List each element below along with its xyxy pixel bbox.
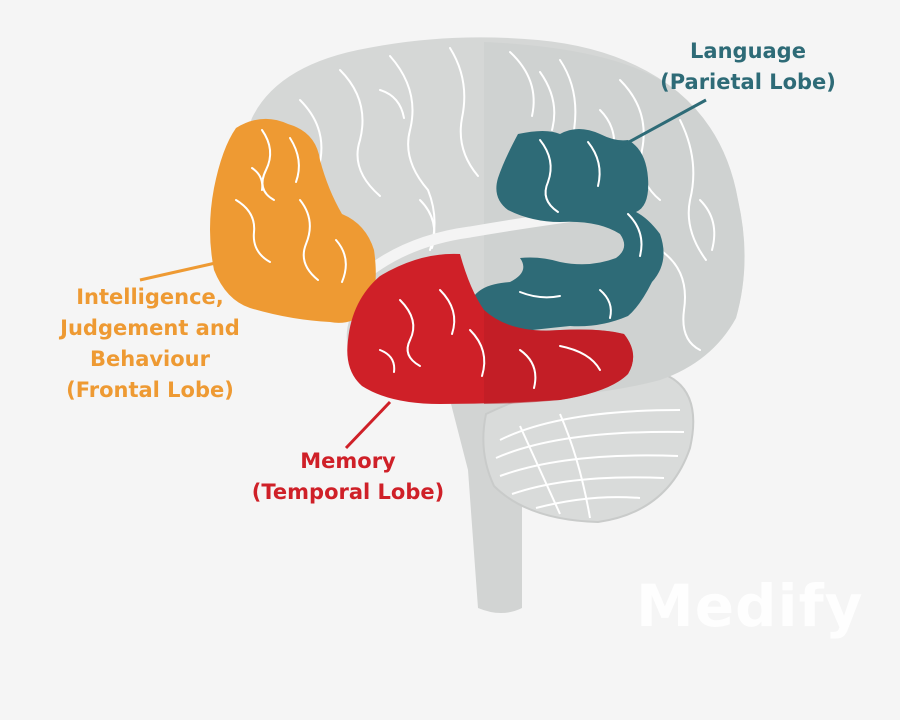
frontal-lobe-folds (235, 129, 347, 283)
memory-label: Memory (Temporal Lobe) (251, 449, 445, 504)
cerebellum-folds (495, 409, 685, 519)
frontal-lobe (210, 118, 376, 323)
parietal-lobe (470, 129, 664, 334)
watermark-logo: Medify (636, 572, 864, 640)
parietal-lobe-folds (519, 139, 643, 319)
temporal-lobe-shade (484, 310, 634, 404)
frontal-leader-line (139, 260, 221, 282)
frontal-lobe-label: Intelligence, Judgement and Behaviour (F… (60, 285, 240, 402)
temporal-lobe-folds (379, 289, 601, 389)
language-label: Language (Parietal Lobe) (660, 39, 836, 94)
language-leader-line (617, 98, 707, 150)
memory-leader-line (344, 400, 392, 450)
